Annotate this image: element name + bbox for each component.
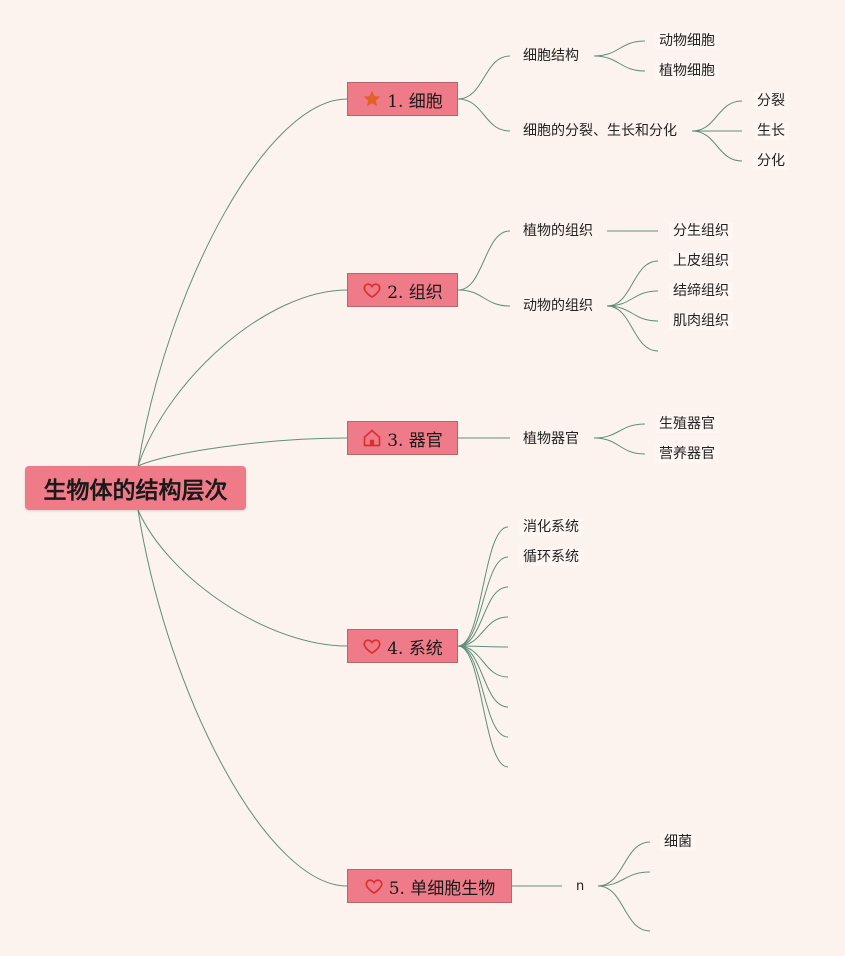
link-system-child-7 [457,645,509,738]
link-bacteria [597,841,651,887]
topic-vegetative-organ[interactable]: 营养器官 [655,445,719,463]
branch-organ[interactable]: 3. 器官 [347,421,458,455]
link-connective [606,290,659,307]
branch-cell[interactable]: 1. 细胞 [347,82,458,116]
link-empty-unicell-2 [597,885,651,932]
branch-unicellular[interactable]: 5. 单细胞生物 [347,869,512,903]
topic-circulatory-system[interactable]: 循环系统 [519,548,583,566]
link-plant-cell [593,55,646,72]
link-cell-division [457,98,511,132]
topic-plant-tissue[interactable]: 植物的组织 [523,223,593,239]
topic-n[interactable]: n [576,879,585,894]
topic-cell-division[interactable]: 细胞的分裂、生长和分化 [523,123,677,139]
topic-plant-cell[interactable]: 植物细胞 [655,62,719,80]
topic-growth[interactable]: 生长 [753,122,789,140]
branch-tissue[interactable]: 2. 组织 [347,273,458,307]
link-differentiation [691,130,743,162]
link-cell-structure [457,55,511,100]
branch-label: 4. 系统 [387,638,443,659]
topic-digestive-system[interactable]: 消化系统 [519,518,583,536]
link-root-system [137,509,348,647]
link-root-cell [137,98,348,467]
link-reproductive-organ [593,423,646,439]
link-root-organ [137,437,348,467]
heart-icon [362,636,382,656]
home-icon [362,428,382,448]
topic-meristem[interactable]: 分生组织 [669,222,733,240]
link-system-child-6 [457,645,509,708]
link-plant-tissue [457,230,511,291]
topic-animal-tissue[interactable]: 动物的组织 [523,298,593,314]
topic-muscle[interactable]: 肌肉组织 [669,312,733,330]
link-muscle [606,305,659,322]
link-empty-unicell-1 [597,871,651,887]
topic-reproductive-organ[interactable]: 生殖器官 [655,415,719,433]
topic-plant-organ[interactable]: 植物器官 [523,431,579,447]
branch-label: 5. 单细胞生物 [388,878,496,899]
root-topic[interactable]: 生物体的结构层次 [25,466,246,510]
topic-division[interactable]: 分裂 [753,92,789,110]
topic-connective[interactable]: 结缔组织 [669,282,733,300]
topic-epithelial[interactable]: 上皮组织 [669,252,733,270]
link-system-child-8 [457,645,509,768]
link-system-child-5 [457,645,509,678]
link-root-unicellular [137,509,348,887]
link-system-child-2 [457,586,509,647]
link-epithelial [606,260,659,307]
branch-system[interactable]: 4. 系统 [347,629,458,663]
link-system-child-4 [457,645,509,648]
link-empty-tissue [606,305,659,352]
link-division [691,100,743,132]
heart-icon [364,876,384,896]
star-icon [362,89,382,109]
heart-icon [362,280,382,300]
link-animal-cell [593,40,646,57]
link-system-child-0 [457,526,509,647]
branch-label: 1. 细胞 [387,91,443,112]
topic-bacteria[interactable]: 细菌 [660,833,696,851]
topic-differentiation[interactable]: 分化 [753,152,789,170]
branch-label: 2. 组织 [387,282,443,303]
link-animal-tissue [457,289,511,307]
link-vegetative-organ [593,437,646,455]
topic-cell-structure[interactable]: 细胞结构 [523,48,579,64]
topic-animal-cell[interactable]: 动物细胞 [655,32,719,50]
link-system-child-3 [457,616,509,647]
link-root-tissue [137,289,348,467]
link-system-child-1 [457,556,509,647]
branch-label: 3. 器官 [387,430,443,451]
